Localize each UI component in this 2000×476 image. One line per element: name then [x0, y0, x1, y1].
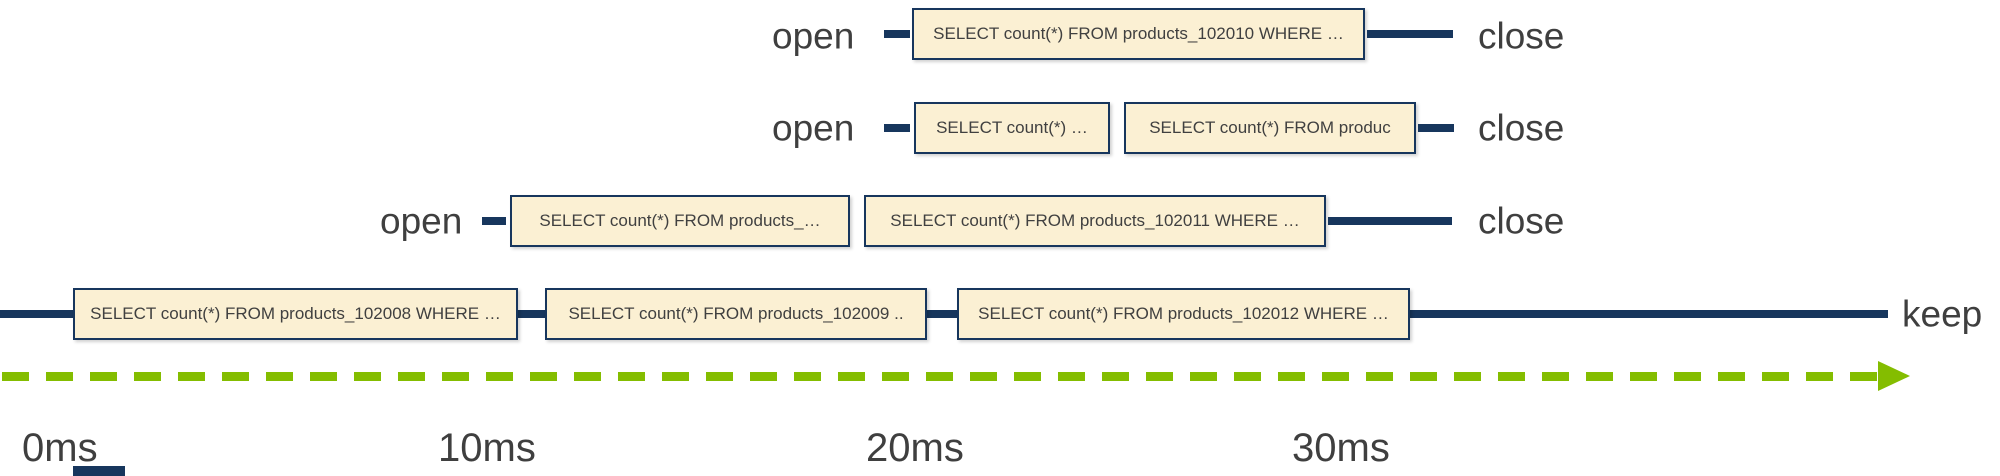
- connection-line-segment: [1367, 30, 1453, 38]
- query-text: SELECT count(*) FROM products_102011 WHE…: [890, 211, 1300, 230]
- time-arrow-head-icon: [1878, 361, 1910, 391]
- open-label: open: [772, 15, 855, 57]
- query-text: SELECT count(*) FROM products_…: [539, 211, 821, 230]
- query-box: SELECT count(*) FROM products_102011 WHE…: [864, 195, 1326, 247]
- tick-0ms: 0ms: [22, 426, 98, 470]
- connection-line-segment: [884, 30, 910, 38]
- connection-line-segment: [1418, 124, 1454, 132]
- close-label: close: [1478, 15, 1565, 57]
- query-box: SELECT count(*) FROM products_102009 ..: [545, 288, 927, 340]
- query-box: SELECT count(*) FROM products_102008 WHE…: [73, 288, 518, 340]
- close-label: close: [1478, 200, 1565, 242]
- query-box: SELECT count(*) FROM products_…: [510, 195, 850, 247]
- corner-decoration-bar: [73, 466, 125, 476]
- time-arrow-dashed-line: [2, 372, 1878, 381]
- close-label: close: [1478, 107, 1565, 149]
- connection-line-segment: [0, 310, 1888, 318]
- keep-label: keep: [1902, 293, 1983, 335]
- query-text: SELECT count(*) FROM products_102012 WHE…: [978, 304, 1389, 323]
- query-text: SELECT count(*) FROM products_102010 WHE…: [933, 24, 1344, 43]
- query-text: SELECT count(*) FROM produc: [1149, 118, 1391, 137]
- query-box: SELECT count(*) FROM produc: [1124, 102, 1416, 154]
- query-text: SELECT count(*) FROM products_102008 WHE…: [90, 304, 501, 323]
- query-text: SELECT count(*) FROM products_102009 ..: [568, 304, 904, 323]
- open-label: open: [380, 200, 463, 242]
- connection-line-segment: [884, 124, 910, 132]
- query-box: SELECT count(*) FROM products_102012 WHE…: [957, 288, 1410, 340]
- open-label: open: [772, 107, 855, 149]
- tick-20ms: 20ms: [866, 426, 964, 470]
- query-box: SELECT count(*) FROM products_102010 WHE…: [912, 8, 1365, 60]
- connection-line-segment: [482, 217, 506, 225]
- connection-line-segment: [1328, 217, 1452, 225]
- query-text: SELECT count(*) …: [936, 118, 1088, 137]
- tick-30ms: 30ms: [1292, 426, 1390, 470]
- query-box: SELECT count(*) …: [914, 102, 1110, 154]
- tick-10ms: 10ms: [438, 426, 536, 470]
